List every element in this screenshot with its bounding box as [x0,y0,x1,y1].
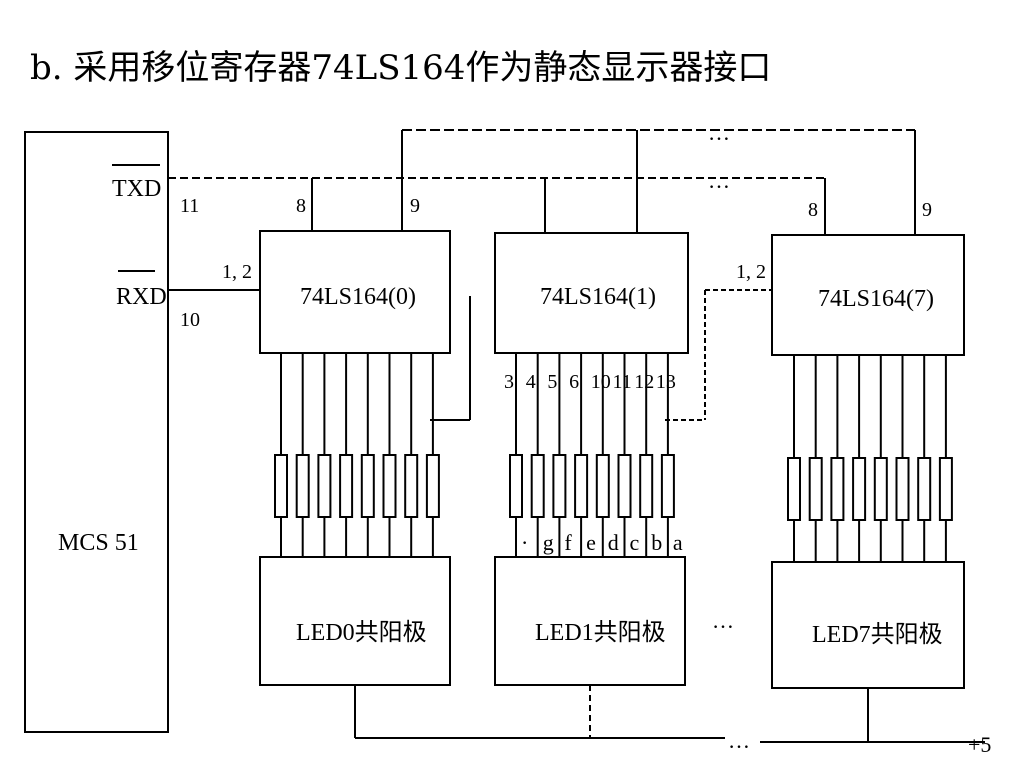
resistor [530,454,545,518]
resistor [295,454,310,518]
rxd-pin-label: 10 [180,309,200,331]
ellipsis-txd: … [708,168,730,193]
chip-0-label: 74LS164(0) [300,284,416,310]
txd-label: TXD [112,176,161,202]
chip-1-label: 74LS164(1) [540,284,656,310]
resistor [360,454,375,518]
mcu-label: MCS 51 [58,530,139,556]
resistor [917,457,932,521]
resistor [852,457,867,521]
output-pin-number: 6 [569,371,579,393]
resistor [382,454,397,518]
chip-0-box [259,230,451,354]
chip-7-pin-in: 1, 2 [736,261,766,283]
resistor [830,457,845,521]
output-pin-number: 12 [634,371,654,393]
resistor-array [274,454,953,521]
chip-0-pin-in: 1, 2 [222,261,252,283]
segment-label: d [608,530,619,555]
chip-7-box [771,234,965,356]
resistor [339,454,354,518]
resistor [317,454,332,518]
chip-7-pin-clk: 8 [808,199,818,221]
output-pin-number: 11 [613,371,632,393]
segment-label: g [543,530,554,555]
resistor [404,454,419,518]
output-pin-number: 10 [591,371,611,393]
output-pin-number: 3 [504,371,514,393]
output-pin-number: 4 [526,371,536,393]
page-title: b. 采用移位寄存器74LS164作为静态显示器接口 [30,48,772,88]
segment-label: f [564,530,572,555]
chip-1-box [494,232,689,354]
chip-0-pin-clr: 9 [410,195,420,217]
resistor [617,454,632,518]
resistor [509,454,523,518]
resistor [639,454,654,518]
resistor [895,457,910,521]
chip-7-pin-clr: 9 [922,199,932,221]
resistor [787,457,801,521]
txd-pin-label: 11 [180,195,199,217]
led-0-label: LED0共阳极 [296,619,427,646]
segment-label: a [673,530,683,555]
ellipsis-bus: … [728,728,750,753]
segment-label: e [586,530,596,555]
resistor [425,454,440,518]
resistor [808,457,823,521]
resistor [552,454,567,518]
chip-7-label: 74LS164(7) [818,286,934,312]
segment-label: c [630,530,640,555]
resistor [873,457,888,521]
led-1-label: LED1共阳极 [535,619,666,646]
output-pin-number: 13 [656,371,676,393]
supply-label: +5 [968,732,991,757]
ellipsis-led: … [712,608,734,633]
segment-label: b [651,530,662,555]
led-7-label: LED7共阳极 [812,621,943,648]
segment-label: · [521,530,528,555]
ellipsis-top: … [708,120,730,145]
chip-0-pin-clk: 8 [296,195,306,217]
resistor [660,454,675,518]
resistor [274,454,288,518]
output-pin-number: 5 [547,371,557,393]
rxd-label: RXD [116,284,167,310]
mcu-box [24,131,169,733]
resistor [595,454,610,518]
resistor [574,454,589,518]
resistor [938,457,953,521]
